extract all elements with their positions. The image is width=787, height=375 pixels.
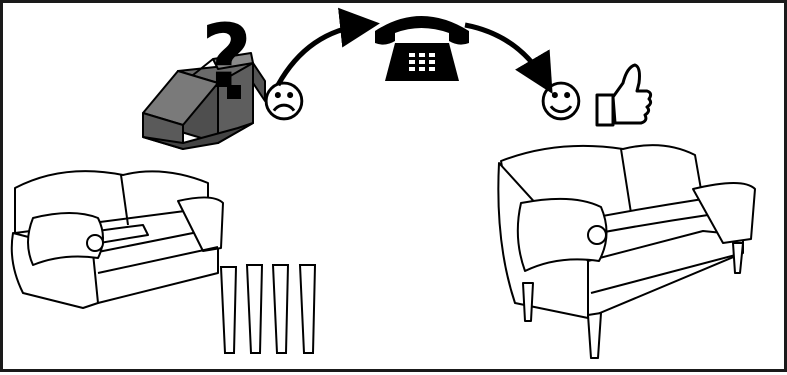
sad-face-icon: ☹	[261, 77, 307, 128]
sofa-icon	[497, 144, 756, 359]
open-box-icon	[142, 52, 266, 150]
sofa-icon	[10, 170, 224, 309]
thumbs-up-icon	[595, 63, 653, 127]
telephone-icon	[375, 16, 469, 81]
diagram-drawing	[10, 7, 756, 359]
arrow-icon	[275, 7, 380, 87]
sofa-leg-icon	[219, 264, 317, 354]
question-mark-icon: ?	[201, 5, 253, 108]
arrow-icon	[464, 22, 553, 94]
happy-face-icon: ☺	[538, 77, 584, 128]
